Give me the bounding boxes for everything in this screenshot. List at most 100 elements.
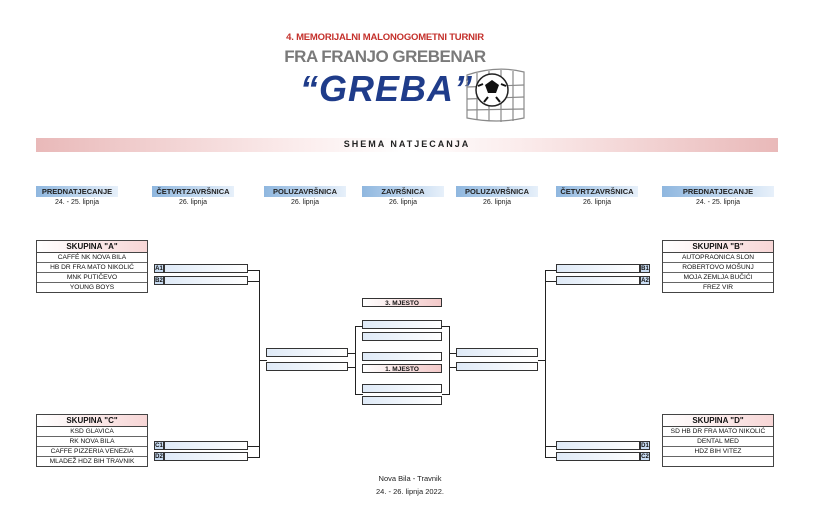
round-date: 26. lipnja <box>290 199 320 206</box>
team-name: FREZ VIR <box>702 284 734 291</box>
group-a-table: SKUPINA "A" CAFFÉ NK NOVA BILA HB DR FRA… <box>36 240 148 293</box>
seed-code: A2 <box>640 276 650 285</box>
bracket-slot <box>456 362 538 371</box>
bracket-slot <box>556 452 640 461</box>
round-header-right-quarter: ČETVRTZAVRŠNICA 26. lipnja <box>556 186 638 206</box>
bracket-line <box>248 281 260 282</box>
bracket-line <box>348 367 356 368</box>
seed-code: D1 <box>640 441 650 450</box>
round-header-final: ZAVRŠNICA 26. lipnja <box>362 186 444 206</box>
round-title: ZAVRŠNICA <box>362 186 444 197</box>
group-title: SKUPINA "C" <box>37 415 147 427</box>
tournament-nickname: “GREBA” <box>300 68 474 109</box>
round-header-left-quarter: ČETVRTZAVRŠNICA 26. lipnja <box>152 186 234 206</box>
bracket-line <box>442 394 450 395</box>
round-title: ČETVRTZAVRŠNICA <box>152 186 234 197</box>
bracket-slot <box>362 396 442 405</box>
team-name: DENTAL MED <box>663 437 773 447</box>
first-place-label: 1. MJESTO <box>362 364 442 373</box>
bracket-slot <box>556 276 640 285</box>
bracket-line <box>545 457 557 458</box>
bracket-slot <box>362 332 442 341</box>
team-name: KSD GLAVICA <box>37 427 147 437</box>
team-name: ROBERTOVO MOŠUNJ <box>663 263 773 273</box>
group-title: SKUPINA "B" <box>663 241 773 253</box>
group-b-table: SKUPINA "B" AUTOPRAONICA SLON ROBERTOVO … <box>662 240 774 293</box>
bracket-line <box>248 446 260 447</box>
seed-code: C2 <box>640 452 650 461</box>
bracket-slot <box>164 276 248 285</box>
seed-code: C1 <box>154 441 164 450</box>
round-title: POLUZAVRŠNICA <box>456 186 538 197</box>
round-title: PREDNATJECANJE <box>36 186 118 197</box>
team-name: YOUNG BOYS <box>69 284 115 291</box>
group-title: SKUPINA "A" <box>37 241 147 253</box>
banner-title: SHEMA NATJECANJA <box>343 139 471 149</box>
football-net-icon <box>466 68 525 122</box>
bracket-slot <box>164 264 248 273</box>
bracket-line <box>259 270 260 360</box>
bracket-line <box>538 360 546 361</box>
group-title: SKUPINA "D" <box>663 415 773 427</box>
team-name: HB DR FRA MATO NIKOLIĆ <box>37 263 147 273</box>
seed-code: B1 <box>640 264 650 273</box>
bracket-line <box>545 360 546 458</box>
team-name: SD HB DR FRA MATO NIKOLIĆ <box>663 427 773 437</box>
team-name: CAFFE PIZZERIA VENEZIA <box>37 447 147 457</box>
round-title: ČETVRTZAVRŠNICA <box>556 186 638 197</box>
bracket-slot <box>362 320 442 329</box>
bracket-line <box>449 326 450 394</box>
bracket-line <box>545 281 557 282</box>
seed-code: D2 <box>154 452 164 461</box>
bracket-slot <box>456 348 538 357</box>
bracket-line <box>545 270 557 271</box>
bracket-line <box>355 394 363 395</box>
bracket-line <box>442 326 450 327</box>
bracket-line <box>449 367 457 368</box>
team-name: MNK PUTIČEVO <box>37 273 147 283</box>
round-date: 24. - 25. lipnja <box>55 199 99 206</box>
bracket-line <box>259 360 260 458</box>
footer-location: Nova Bila - Travnik <box>378 474 442 483</box>
bracket-line <box>259 360 267 361</box>
team-name: RK NOVA BILA <box>37 437 147 447</box>
round-date: 26. lipnja <box>482 199 512 206</box>
bracket-slot <box>556 441 640 450</box>
group-d-table: SKUPINA "D" SD HB DR FRA MATO NIKOLIĆ DE… <box>662 414 774 467</box>
bracket-slot <box>164 452 248 461</box>
round-date: 26. lipnja <box>388 199 418 206</box>
bracket-line <box>355 326 356 394</box>
round-date: 26. lipnja <box>582 199 612 206</box>
footer-dates: 24. - 26. lipnja 2022. <box>376 487 444 496</box>
seed-code: B2 <box>154 276 164 285</box>
banner-bar <box>36 138 778 152</box>
team-name: AUTOPRAONICA SLON <box>663 253 773 263</box>
bracket-slot <box>266 362 348 371</box>
third-place-label: 3. MJESTO <box>362 298 442 307</box>
bracket-line <box>449 353 457 354</box>
round-title: PREDNATJECANJE <box>662 186 774 197</box>
round-header-right-prelim: PREDNATJECANJE 24. - 25. lipnja <box>662 186 774 206</box>
team-name <box>663 457 773 466</box>
bracket-slot <box>164 441 248 450</box>
round-date: 24. - 25. lipnja <box>696 199 740 206</box>
seed-code: A1 <box>154 264 164 273</box>
tournament-name: FRA FRANJO GREBENAR <box>284 47 486 66</box>
bracket-line <box>348 353 356 354</box>
tournament-subtitle: 4. MEMORIJALNI MALONOGOMETNI TURNIR <box>286 32 484 43</box>
round-header-left-prelim: PREDNATJECANJE 24. - 25. lipnja <box>36 186 118 206</box>
bracket-line <box>545 446 557 447</box>
bracket-line <box>248 457 260 458</box>
bracket-slot <box>266 348 348 357</box>
round-header-left-semi: POLUZAVRŠNICA 26. lipnja <box>264 186 346 206</box>
bracket-line <box>355 326 363 327</box>
round-date: 26. lipnja <box>178 199 208 206</box>
team-name: HDZ BIH VITEZ <box>663 447 773 457</box>
bracket-slot <box>362 352 442 361</box>
group-c-table: SKUPINA "C" KSD GLAVICA RK NOVA BILA CAF… <box>36 414 148 467</box>
round-title: POLUZAVRŠNICA <box>264 186 346 197</box>
round-header-right-semi: POLUZAVRŠNICA 26. lipnja <box>456 186 538 206</box>
bracket-slot <box>556 264 640 273</box>
bracket-slot <box>362 384 442 393</box>
bracket-line <box>545 270 546 360</box>
